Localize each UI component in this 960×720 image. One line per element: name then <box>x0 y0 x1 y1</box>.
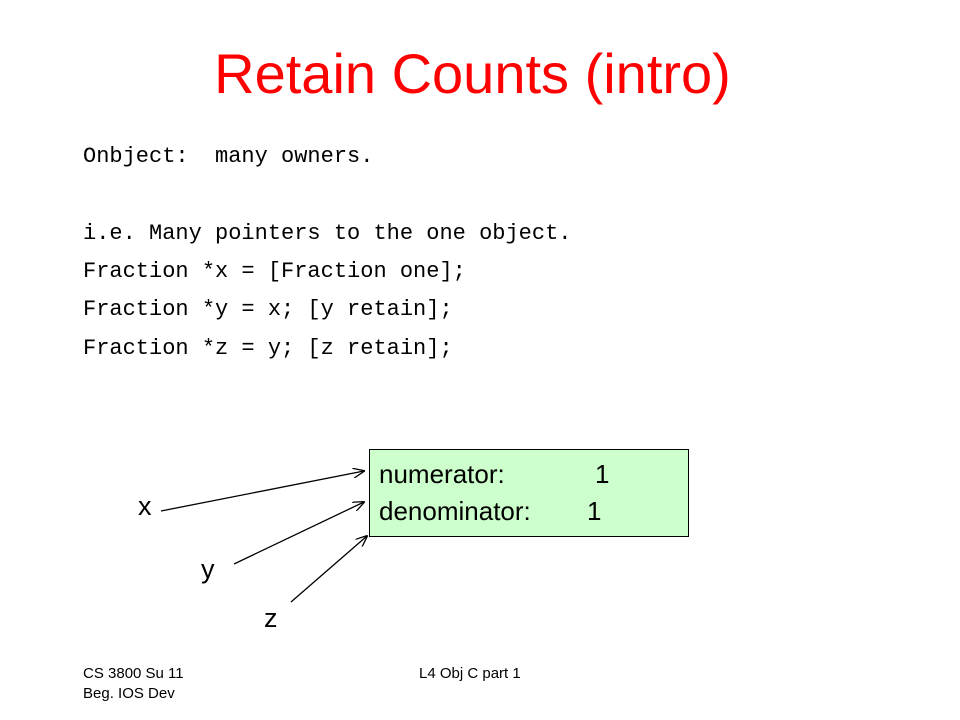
arrow-x <box>160 471 364 512</box>
code-line-3: Fraction *x = [Fraction one]; <box>83 259 466 284</box>
code-line-4: Fraction *y = x; [y retain]; <box>83 297 453 322</box>
footer-course-line2: Beg. IOS Dev <box>83 685 175 702</box>
slide-title: Retain Counts (intro) <box>214 42 731 105</box>
pointer-x-label: x <box>138 491 152 521</box>
footer-lecture: L4 Obj C part 1 <box>419 665 521 682</box>
code-line-5: Fraction *z = y; [z retain]; <box>83 336 453 361</box>
code-line-1: Onbject: many owners. <box>83 144 374 169</box>
arrow-y <box>233 502 364 565</box>
denominator-field: denominator: 1 <box>379 496 601 526</box>
denominator-value: 1 <box>587 496 602 526</box>
pointer-z-label: z <box>264 603 278 633</box>
fraction-object-box: numerator: 1 denominator: 1 <box>369 449 689 537</box>
numerator-label: numerator: <box>379 459 505 489</box>
numerator-field: numerator: 1 <box>379 459 609 489</box>
arrow-z <box>290 536 367 603</box>
denominator-label: denominator: <box>379 496 531 526</box>
numerator-value: 1 <box>595 459 610 489</box>
code-line-2: i.e. Many pointers to the one object. <box>83 221 572 246</box>
pointer-y-label: y <box>201 554 215 584</box>
footer-course-line1: CS 3800 Su 11 <box>83 665 184 682</box>
